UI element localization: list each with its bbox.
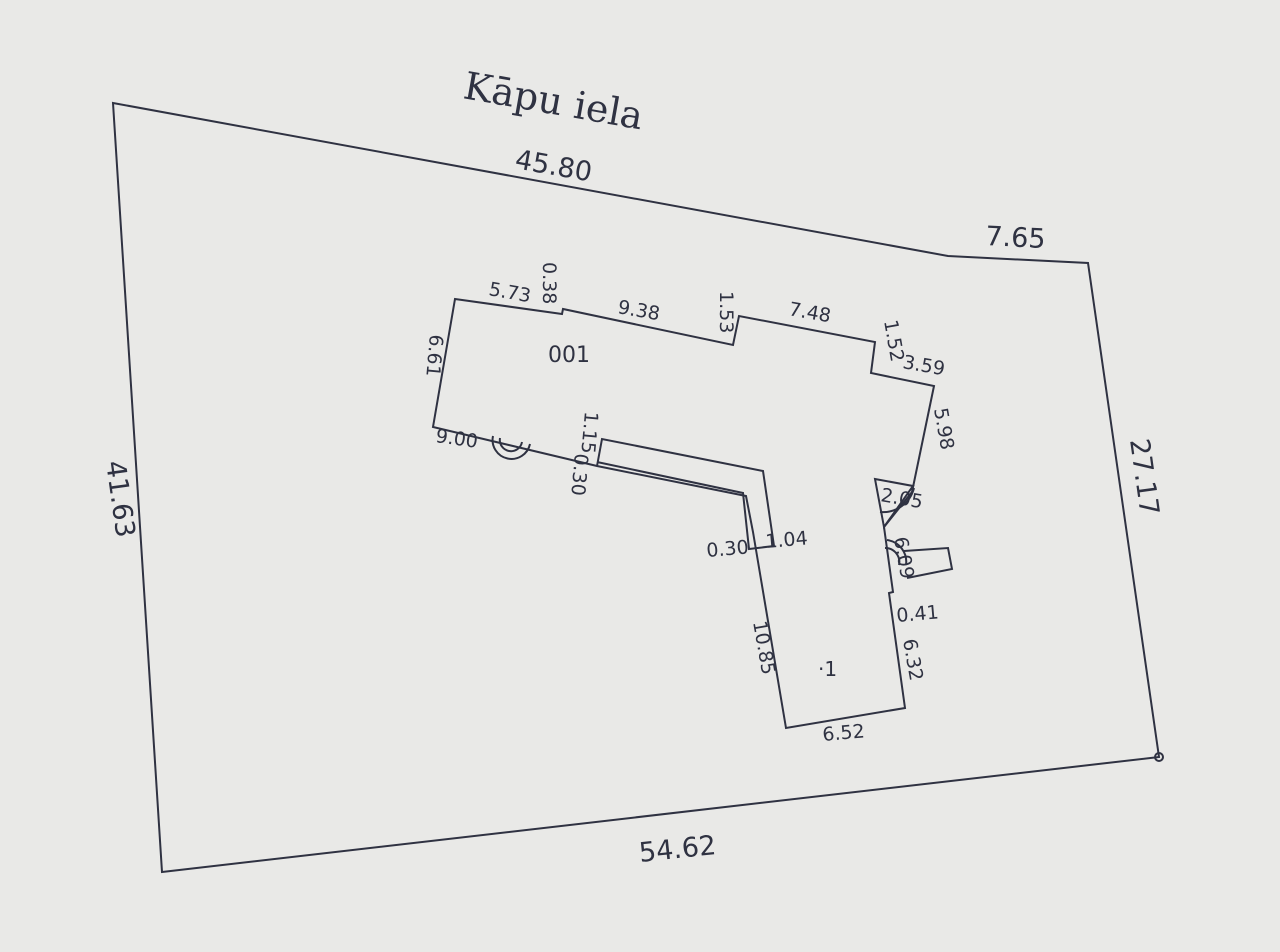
dim-6-52: 6.52 <box>822 720 866 746</box>
dim-0-38: 0.38 <box>538 262 560 304</box>
dim-1-53: 1.53 <box>715 291 737 333</box>
dim-top-right: 7.65 <box>985 221 1047 255</box>
annex <box>903 546 954 579</box>
dim-1-15: 1.15 <box>576 411 602 455</box>
dim-0-41: 0.41 <box>896 601 940 627</box>
section-label: ·1 <box>818 657 837 681</box>
parcel-boundary <box>111 101 1161 874</box>
dim-1-04: 1.04 <box>765 527 809 553</box>
dim-0-30-b: 0.30 <box>706 536 750 562</box>
building-dimensions: 001 ·1 5.73 0.38 9.38 1.53 7.48 1.52 3.5… <box>421 262 958 746</box>
dim-0-30-a: 0.30 <box>566 453 592 497</box>
boundary-point <box>1154 752 1164 762</box>
door-arc-2 <box>884 539 908 566</box>
dim-6-61: 6.61 <box>421 334 447 378</box>
steps-arc <box>491 435 531 460</box>
entrance-triangle <box>873 477 915 530</box>
door-arc <box>879 487 915 514</box>
building-id: 001 <box>548 343 590 368</box>
building-inner-wing <box>596 437 776 551</box>
